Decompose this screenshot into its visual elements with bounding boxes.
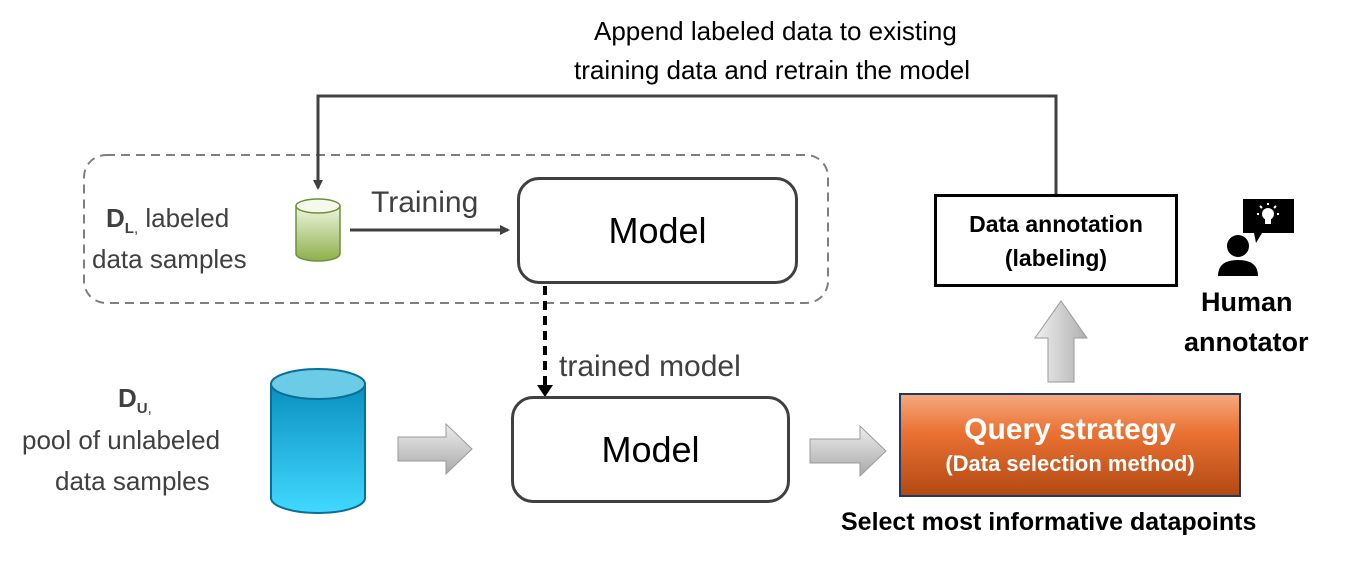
- feedback-caption-line2: training data and retrain the model: [574, 55, 971, 85]
- unlabeled-database-icon: [270, 368, 366, 514]
- model-box-top-label: Model: [608, 209, 707, 251]
- model-box-bottom-label: Model: [601, 428, 700, 470]
- unlabeled-set-label: DU,: [118, 383, 152, 417]
- human-annotator-line1: Human: [1201, 287, 1293, 317]
- labeled-set-subscript: L: [124, 220, 134, 238]
- human-annotator-icon: [1218, 199, 1294, 276]
- trained-model-arrowhead: [537, 385, 553, 397]
- model-box-bottom: Model: [511, 396, 790, 503]
- unlabeled-set-desc-line1: pool of unlabeled: [22, 425, 221, 455]
- training-group-boundary: [83, 154, 829, 304]
- query-strategy-title: Query strategy: [964, 413, 1176, 446]
- human-annotator-line2: annotator: [1184, 327, 1309, 357]
- labeled-set-label: DL, labeled: [106, 203, 229, 237]
- block-arrow-pool-to-model: [397, 422, 473, 476]
- data-annotation-line2: (labeling): [1004, 244, 1108, 271]
- feedback-caption-line1: Append labeled data to existing: [594, 16, 957, 46]
- block-arrow-model-to-query: [809, 424, 887, 478]
- model-box-top: Model: [517, 177, 798, 284]
- feedback-loop-arrow: [313, 94, 1058, 194]
- query-strategy-subtitle: (Data selection method): [945, 451, 1195, 476]
- unlabeled-set-separator: ,: [147, 400, 152, 418]
- training-label: Training: [371, 186, 479, 219]
- labeled-database-icon: [295, 198, 341, 262]
- labeled-set-desc-line2: data samples: [92, 244, 247, 274]
- labeled-set-separator: ,: [133, 220, 139, 238]
- unlabeled-set-desc-line2: data samples: [55, 466, 210, 496]
- unlabeled-set-symbol: D: [118, 383, 137, 413]
- data-annotation-box: Data annotation (labeling): [934, 194, 1178, 287]
- labeled-set-desc-line1: labeled: [145, 203, 230, 233]
- unlabeled-set-subscript: U: [136, 400, 148, 418]
- query-strategy-caption: Select most informative datapoints: [841, 508, 1257, 536]
- labeled-set-symbol: D: [106, 203, 125, 233]
- trained-model-label: trained model: [559, 350, 741, 383]
- data-annotation-line1: Data annotation: [969, 210, 1143, 237]
- block-arrow-query-to-annotation: [1034, 300, 1088, 383]
- query-strategy-box: Query strategy (Data selection method): [899, 393, 1241, 497]
